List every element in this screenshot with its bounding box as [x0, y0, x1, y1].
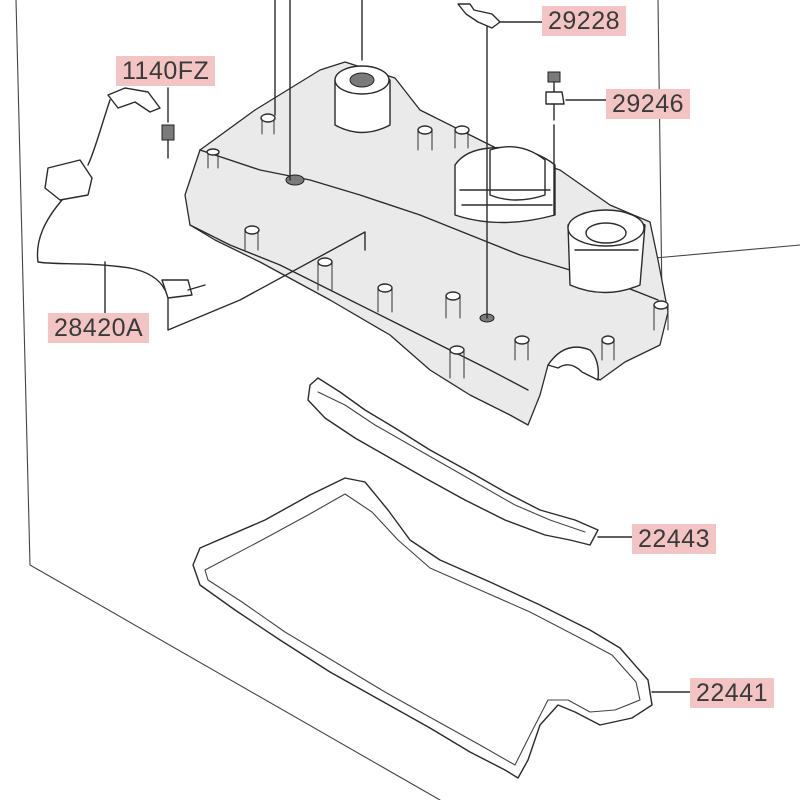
gasket-22441 [192, 477, 691, 779]
callout-29228[interactable]: 29228 [542, 6, 627, 36]
bolt-29246 [545, 71, 607, 216]
bracket-29228 [457, 3, 543, 29]
callout-1140fz[interactable]: 1140FZ [116, 56, 216, 86]
bolt-1140fz [161, 87, 175, 159]
callout-28420a[interactable]: 28420A [48, 313, 150, 343]
gasket-22443 [307, 377, 633, 546]
wiring-harness-28420a [36, 87, 366, 331]
diagram-frame [15, 0, 800, 800]
cylinder-head-cover [184, 0, 669, 426]
callout-22443[interactable]: 22443 [632, 524, 717, 554]
callout-29246[interactable]: 29246 [606, 89, 691, 119]
callout-22441[interactable]: 22441 [690, 678, 775, 708]
